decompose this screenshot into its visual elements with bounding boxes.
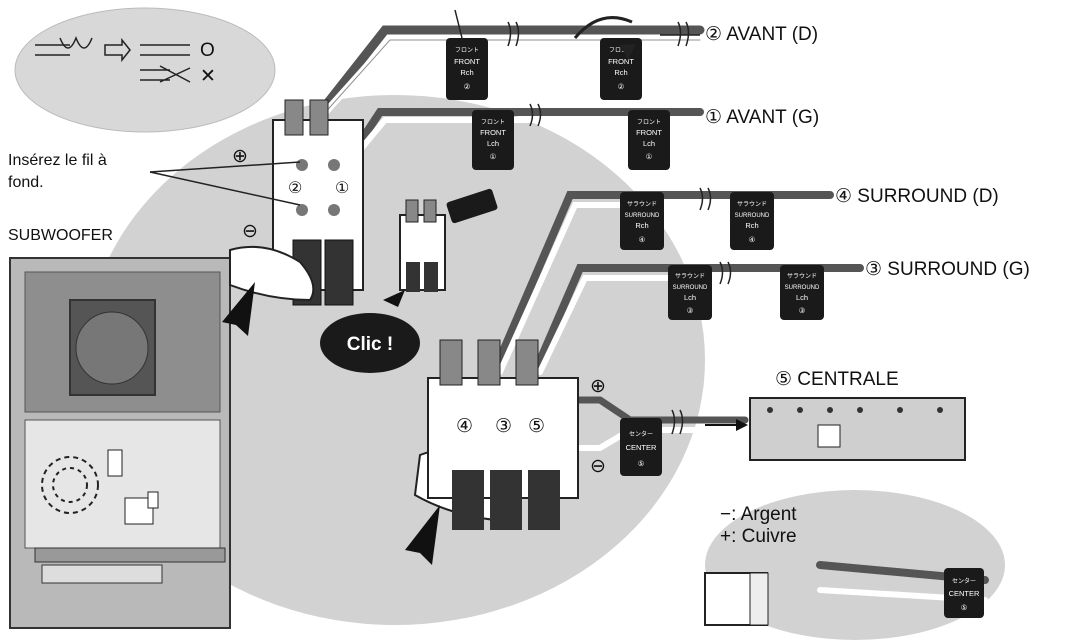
svg-text:④: ④ — [639, 235, 646, 244]
tag-surround-r-1: サラウンド SURROUND Rch ④ — [620, 192, 664, 250]
svg-text:SURROUND: SURROUND — [785, 285, 820, 291]
subwoofer-unit — [9, 257, 231, 629]
svg-text:Clic !: Clic ! — [347, 334, 393, 355]
svg-text:SURROUND: SURROUND — [735, 213, 770, 219]
svg-text:②: ② — [464, 82, 471, 91]
svg-text:CENTER: CENTER — [949, 589, 980, 598]
svg-text:③: ③ — [687, 306, 694, 315]
label-avant-g: ① AVANT (G) — [705, 107, 819, 128]
svg-text:Rch: Rch — [745, 221, 758, 230]
mini-terminal — [399, 188, 498, 292]
svg-text:Rch: Rch — [614, 68, 627, 77]
clic-bubble: Clic ! — [320, 313, 420, 373]
svg-text:FRONT: FRONT — [480, 128, 506, 137]
label-insert-2: fond. — [8, 174, 44, 191]
label-avant-d: ② AVANT (D) — [705, 24, 818, 45]
pull-arrow-icon — [222, 282, 440, 565]
terminal-num-4: ④ — [456, 416, 473, 437]
tag-surround-r-2: サラウンド SURROUND Rch ④ — [730, 192, 774, 250]
label-centrale: ⑤ CENTRALE — [775, 369, 899, 390]
tag-surround-l-1: サラウンド SURROUND Lch ③ — [668, 265, 712, 320]
svg-text:⑤: ⑤ — [638, 459, 645, 468]
svg-text:サラウンド: サラウンド — [787, 272, 817, 280]
label-subwoofer: SUBWOOFER — [8, 227, 113, 244]
svg-text:Rch: Rch — [635, 221, 648, 230]
svg-text:Lch: Lch — [684, 293, 696, 302]
wire-twist-inset — [35, 35, 191, 83]
svg-text:サラウンド: サラウンド — [737, 200, 767, 208]
svg-text:Lch: Lch — [643, 139, 655, 148]
svg-text:①: ① — [490, 152, 497, 161]
svg-text:センター: センター — [952, 577, 976, 585]
svg-text:⑤: ⑤ — [961, 603, 968, 612]
tag-surround-l-2: サラウンド SURROUND Lch ③ — [780, 265, 824, 320]
label-argent: −: Argent — [720, 504, 797, 525]
terminal-num-3: ③ — [495, 416, 512, 437]
minus-symbol: ⊖ — [242, 221, 258, 242]
tag-front-r-2: フロント FRONT Rch ② — [600, 38, 642, 100]
svg-text:フロント: フロント — [481, 119, 505, 126]
svg-text:④: ④ — [749, 235, 756, 244]
tag-front-l-1: フロント FRONT Lch ① — [472, 110, 514, 170]
svg-text:FRONT: FRONT — [608, 57, 634, 66]
svg-text:FRONT: FRONT — [454, 57, 480, 66]
svg-text:Lch: Lch — [796, 293, 808, 302]
wrap-arrow-icon — [573, 16, 633, 39]
svg-text:フロント: フロント — [609, 47, 633, 54]
svg-text:CENTER: CENTER — [626, 443, 657, 452]
arrowhead-icon — [620, 44, 636, 60]
label-surround-g: ③ SURROUND (G) — [865, 259, 1030, 280]
cable-break-marks — [507, 21, 732, 435]
plus-symbol-rear: ⊕ — [590, 376, 606, 397]
tag-center: センター CENTER ⑤ — [620, 418, 662, 476]
ok-mark: O — [200, 40, 215, 61]
svg-text:センター: センター — [629, 430, 653, 438]
svg-text:Rch: Rch — [460, 68, 473, 77]
svg-text:③: ③ — [799, 306, 806, 315]
plus-symbol: ⊕ — [232, 146, 248, 167]
svg-text:SURROUND: SURROUND — [673, 285, 708, 291]
svg-text:SURROUND: SURROUND — [625, 213, 660, 219]
svg-text:Lch: Lch — [487, 139, 499, 148]
leader-lines — [149, 9, 700, 206]
terminal-num-5: ⑤ — [528, 416, 545, 437]
ng-mark: ✕ — [200, 66, 216, 87]
arrowhead-icon — [736, 419, 748, 431]
center-speaker — [749, 397, 966, 461]
tag-front-r-1: フロント FRONT Rch ② — [446, 38, 488, 100]
svg-text:①: ① — [646, 152, 653, 161]
svg-text:FRONT: FRONT — [636, 128, 662, 137]
press-arrow-icon — [383, 290, 405, 307]
label-insert-1: Insérez le fil à — [8, 152, 107, 169]
tag-front-l-2: フロント FRONT Lch ① — [628, 110, 670, 170]
terminal-num-2: ② — [288, 180, 302, 197]
svg-text:サラウンド: サラウンド — [675, 272, 705, 280]
zoom-terminal — [704, 572, 769, 626]
svg-text:フロント: フロント — [455, 47, 479, 54]
minus-symbol-rear: ⊖ — [590, 456, 606, 477]
svg-text:サラウンド: サラウンド — [627, 200, 657, 208]
label-cuivre: +: Cuivre — [720, 526, 797, 547]
terminal-num-1: ① — [335, 180, 349, 197]
svg-text:②: ② — [618, 82, 625, 91]
tag-center-zoom: センター CENTER ⑤ — [944, 568, 984, 618]
svg-text:フロント: フロント — [637, 119, 661, 126]
rear-terminal-block — [427, 339, 579, 530]
front-terminal-block — [272, 99, 364, 306]
label-surround-d: ④ SURROUND (D) — [835, 186, 999, 207]
subwoofer-vent-icon — [41, 456, 99, 514]
